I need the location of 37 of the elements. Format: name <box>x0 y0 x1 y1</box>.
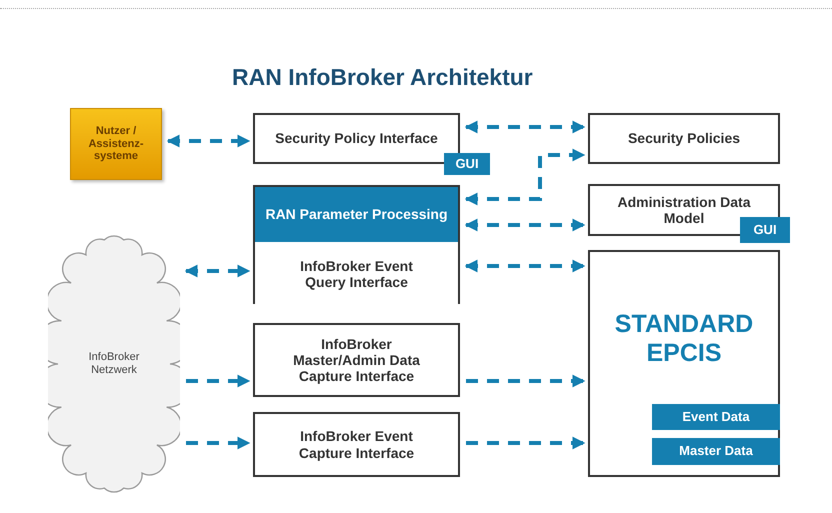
group-box <box>253 185 460 304</box>
process-box <box>588 184 780 236</box>
header-box <box>255 187 458 242</box>
node-text: STANDARD EPCIS <box>614 310 754 368</box>
tag-label <box>740 217 790 243</box>
node-text: GUI <box>455 156 479 172</box>
process-box <box>253 323 460 397</box>
dashed-arrow <box>466 436 586 450</box>
process-box <box>588 113 780 164</box>
node-text: Administration Data Model <box>616 194 752 226</box>
node-text: InfoBroker Event Capture Interface <box>298 428 416 461</box>
tag-label <box>444 153 490 175</box>
diagram-title: RAN InfoBroker Architektur <box>232 63 533 92</box>
dashed-arrow <box>464 260 586 272</box>
dashed-arrow <box>186 436 250 450</box>
node-text: InfoBroker Netzwerk <box>88 351 140 377</box>
node-text: RAN Parameter Processing <box>265 206 448 223</box>
user-box <box>70 108 162 180</box>
tag-label <box>652 404 780 430</box>
node-text: Security Policy Interface <box>275 130 438 147</box>
tag-label <box>652 438 780 465</box>
dashed-arrow <box>464 120 586 134</box>
standard-box <box>588 250 780 477</box>
dashed-arrow <box>466 374 586 388</box>
node-text: InfoBroker Master/Admin Data Capture Interface <box>292 336 421 384</box>
node-text: InfoBroker Event Query Interface <box>299 258 414 290</box>
process-box <box>253 412 460 477</box>
node-text: Nutzer / Assistenz- systeme <box>87 125 145 163</box>
dashed-arrow <box>464 218 586 232</box>
dashed-arrow <box>166 134 250 148</box>
node-text: Master Data <box>679 444 753 459</box>
dashed-arrow <box>184 264 250 278</box>
dashed-arrow <box>186 374 250 388</box>
node-text: GUI <box>753 222 777 238</box>
node-text: Security Policies <box>628 130 740 147</box>
dashed-arrow <box>464 148 586 206</box>
node-text: Event Data <box>682 410 750 424</box>
